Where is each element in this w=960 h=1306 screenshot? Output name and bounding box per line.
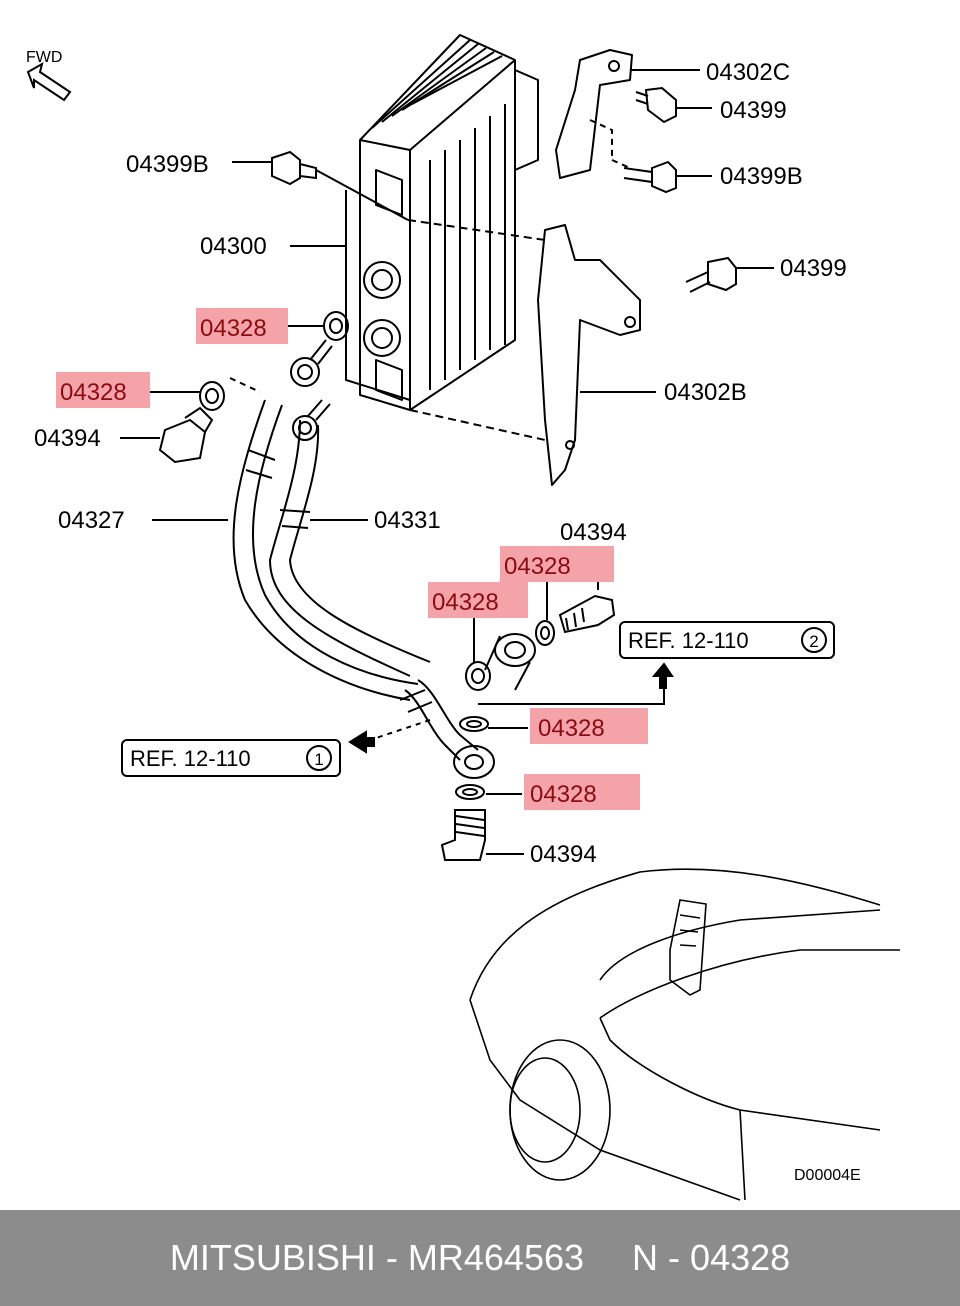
oil-cooler-drawing xyxy=(345,34,539,411)
reference-circle-1: 1 xyxy=(314,750,323,769)
highlight-04328-f xyxy=(524,774,640,810)
footer-ref: N - 04328 xyxy=(632,1237,790,1279)
reference-box-2: REF. 12-110 2 xyxy=(619,621,835,659)
fwd-label: FWD xyxy=(26,49,62,66)
reference-text-1: REF. 12-110 xyxy=(130,746,251,771)
callout-04331: 04331 xyxy=(374,507,441,534)
callout-04328-c: 04328 xyxy=(504,553,571,580)
callout-04328-e: 04328 xyxy=(538,715,605,742)
footer-brand: MITSUBISHI xyxy=(169,1237,376,1278)
callout-04328-b: 04328 xyxy=(60,379,127,406)
fwd-arrow-icon xyxy=(26,61,72,102)
highlight-04328-d xyxy=(428,582,528,618)
callout-04394-bottom: 04394 xyxy=(530,841,597,868)
callout-04302b: 04302B xyxy=(664,379,747,406)
leader-lines xyxy=(120,69,774,855)
highlight-04328-a xyxy=(196,308,288,344)
footer-part-number: MR464563 xyxy=(407,1237,585,1278)
fitting-drawings xyxy=(158,311,665,861)
diagram-code: D00004E xyxy=(794,1167,861,1184)
callout-04399-mid: 04399 xyxy=(780,255,847,282)
callout-04399b-left: 04399B xyxy=(126,151,209,178)
callout-04328-a: 04328 xyxy=(200,315,267,342)
footer-separator: - xyxy=(385,1237,398,1278)
highlight-04328-e xyxy=(530,708,648,744)
bracket-04302b-drawing xyxy=(407,219,641,486)
callout-04328-d: 04328 xyxy=(432,589,499,616)
parts-diagram: FWD xyxy=(26,34,900,1201)
footer-ref-number: 04328 xyxy=(690,1237,791,1278)
highlight-04328-c xyxy=(500,546,614,582)
callout-labels: 04302C 04399 04399B 04399B 04300 04399 0… xyxy=(34,59,847,868)
reference-circle-2: 2 xyxy=(809,632,818,651)
footer-ref-prefix: N xyxy=(632,1237,659,1278)
part-footer-bar: MITSUBISHI - MR464563 N - 04328 xyxy=(0,1210,960,1306)
callout-04394-right: 04394 xyxy=(560,519,627,546)
bolt-drawings xyxy=(271,86,737,293)
bracket-04302c-drawing xyxy=(555,49,633,179)
car-silhouette-drawing xyxy=(469,868,900,1201)
callout-04399b-right: 04399B xyxy=(720,163,803,190)
callout-04302c: 04302C xyxy=(706,59,790,86)
footer-brand-part: MITSUBISHI - MR464563 xyxy=(170,1237,584,1279)
footer-separator-2: - xyxy=(668,1237,681,1278)
callout-04399-top: 04399 xyxy=(720,97,787,124)
callout-04300: 04300 xyxy=(200,233,267,260)
reference-arrow-icons xyxy=(348,662,674,754)
callout-04328-f: 04328 xyxy=(530,781,597,808)
reference-box-1: REF. 12-110 1 xyxy=(121,739,341,777)
callout-04327: 04327 xyxy=(58,507,125,534)
callout-04394-left: 04394 xyxy=(34,425,101,452)
highlight-04328-b xyxy=(56,372,150,408)
hose-drawings xyxy=(232,339,479,761)
reference-text-2: REF. 12-110 xyxy=(628,628,749,653)
